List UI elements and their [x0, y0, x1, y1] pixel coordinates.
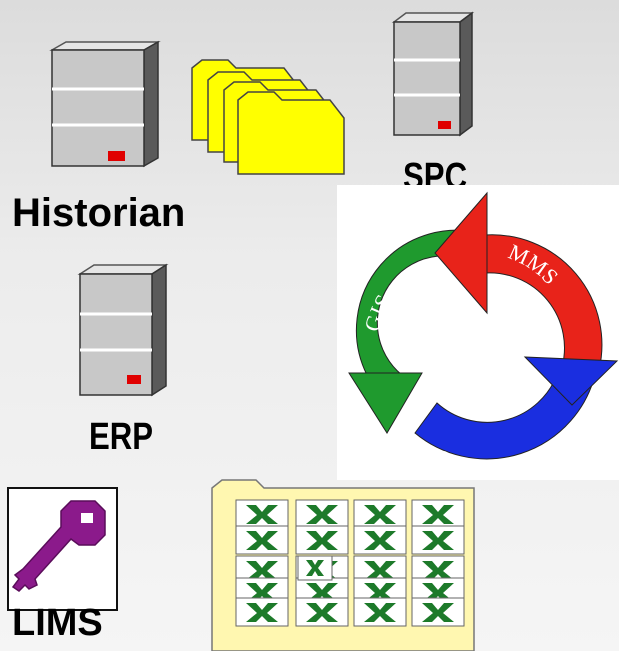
spc-server-icon — [391, 11, 475, 137]
mms-arrow — [434, 191, 603, 371]
lims-icon-box — [7, 487, 118, 611]
excel-file-icon — [235, 525, 289, 555]
excel-file-icon — [295, 499, 349, 529]
access-key-icon — [11, 500, 106, 592]
cycle-arrows: MMS CAD/CAFM GIS — [348, 191, 619, 485]
lims-label: LIMS — [12, 602, 103, 644]
excel-file-icon — [353, 597, 407, 627]
excel-file-icon — [295, 525, 349, 555]
excel-file-icon — [235, 499, 289, 529]
excel-file-icon — [235, 597, 289, 627]
excel-files-folder-icon — [211, 479, 475, 651]
historian-label: Historian — [12, 191, 186, 235]
gis-arrow — [348, 229, 488, 434]
excel-file-icon — [411, 597, 465, 627]
excel-file-icon — [411, 525, 465, 555]
excel-file-icon — [295, 597, 349, 627]
cad-arrow — [414, 356, 619, 460]
excel-file-icon — [411, 499, 465, 529]
document-stack-icon — [191, 59, 345, 175]
historian-server-icon — [49, 40, 161, 168]
erp-label: ERP — [89, 416, 154, 458]
excel-file-icon — [297, 555, 333, 581]
excel-file-icon — [353, 499, 407, 529]
excel-file-icon — [353, 525, 407, 555]
cycle-diagram: MMS CAD/CAFM GIS — [337, 185, 619, 485]
erp-server-icon — [77, 263, 169, 397]
